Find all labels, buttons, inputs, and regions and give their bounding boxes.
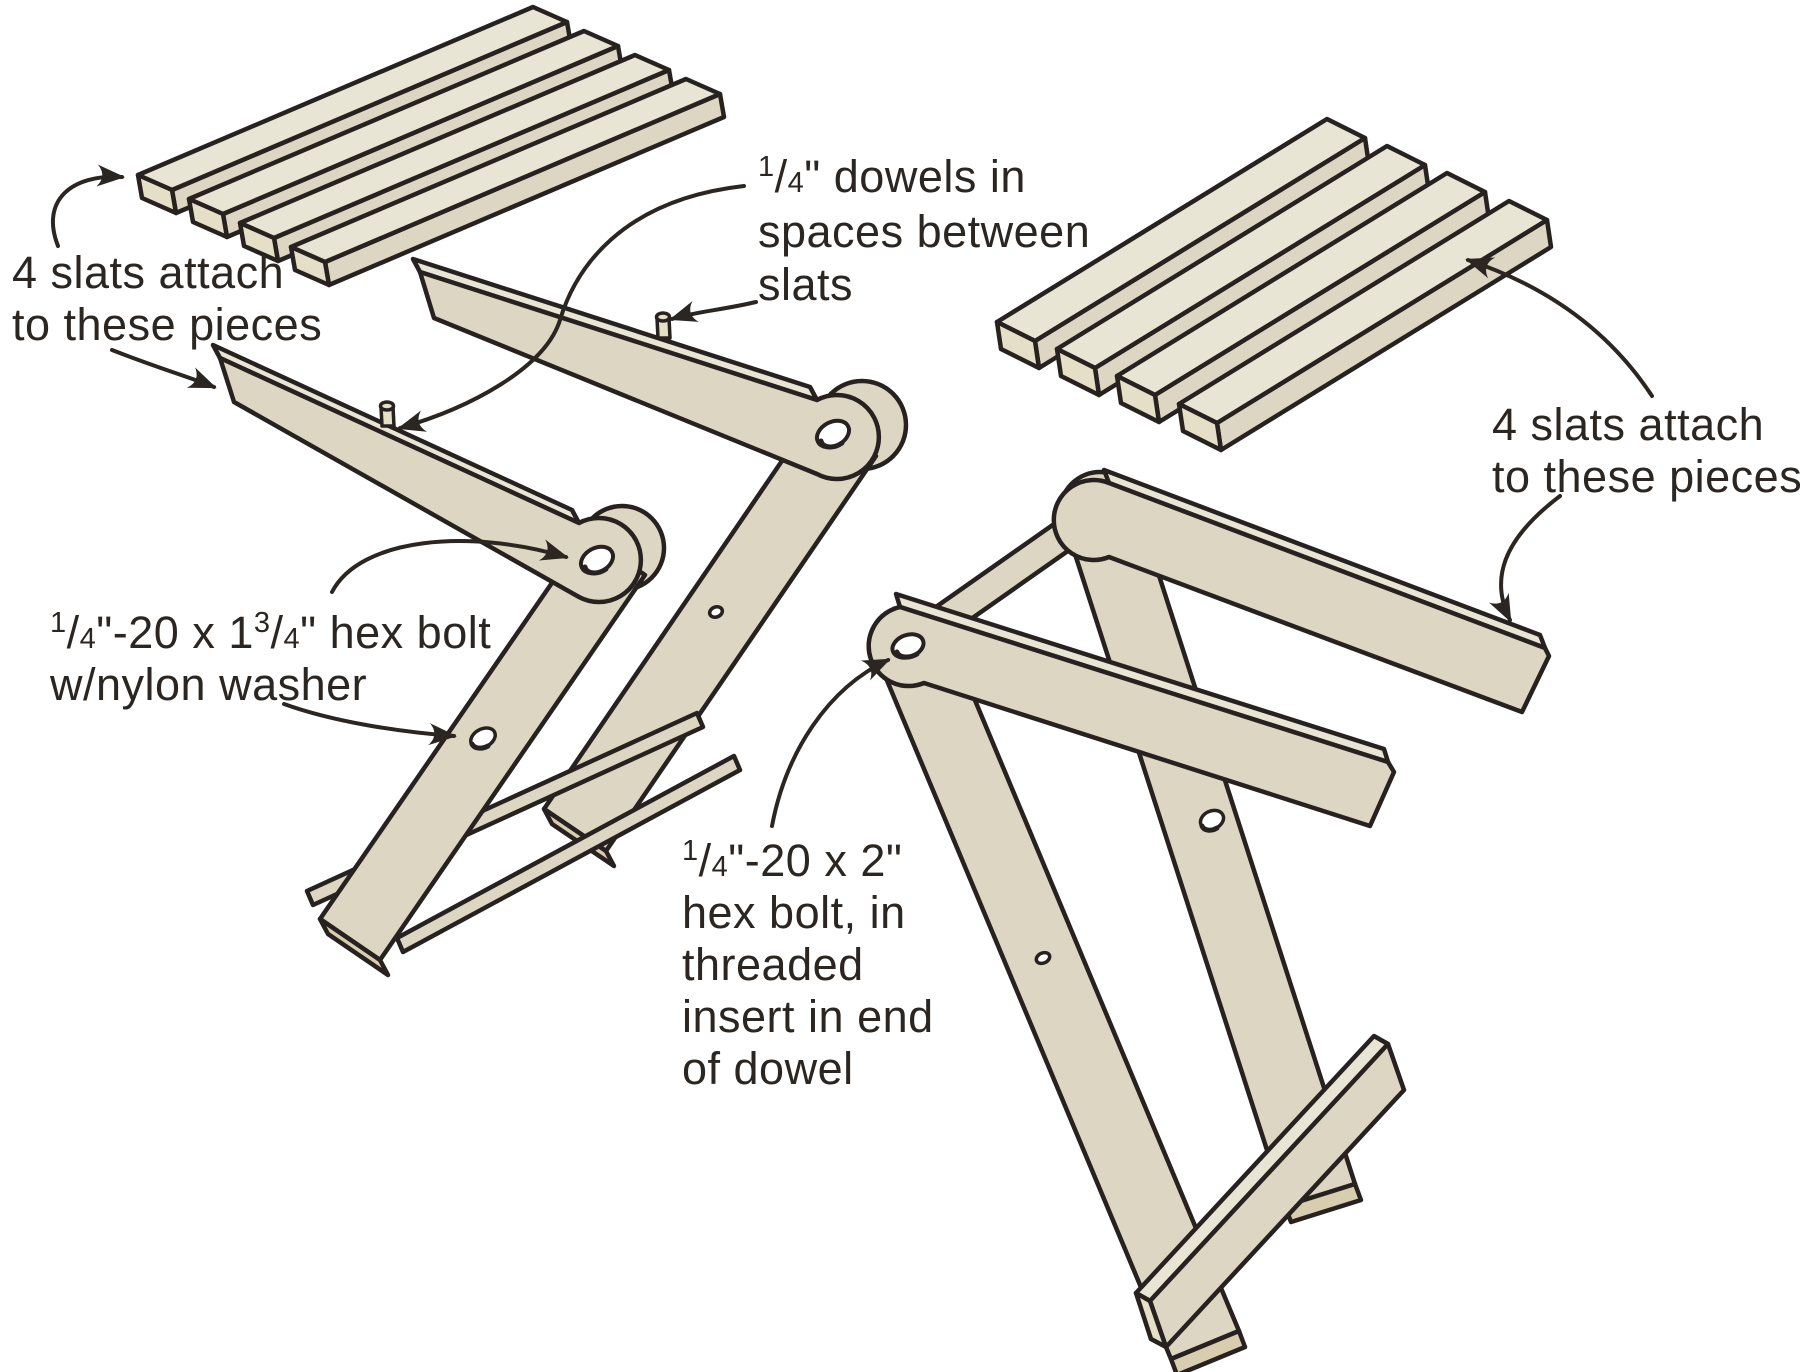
leg-pivot-hole	[1034, 950, 1052, 966]
top-rail	[1051, 467, 1552, 715]
dowel-peg	[654, 311, 672, 340]
label-hex-bolt-dowel: 1/4"-20 x 2" hex bolt, in threaded inser…	[682, 835, 934, 1094]
rear-leg-end-face	[1282, 1181, 1364, 1225]
hole-shadow	[582, 564, 609, 576]
label-line: 1/4" dowels in	[758, 151, 1026, 202]
label-slats-right: 4 slats attach to these pieces	[1492, 399, 1800, 502]
label-slats-left: 4 slats attach to these pieces	[12, 247, 322, 350]
arrow-left-label-to-slats	[51, 164, 125, 248]
label-line: w/nylon washer	[49, 659, 367, 710]
label-line: insert in end	[682, 991, 934, 1042]
front-leg-end-face	[1168, 1328, 1248, 1372]
leg-pivot-hole	[707, 605, 725, 619]
hole-shadow	[894, 649, 920, 660]
right-leg-assembly	[866, 467, 1552, 1372]
left-slat-group	[135, 4, 727, 288]
label-line: of dowel	[682, 1043, 854, 1094]
label-line: hex bolt, in	[682, 887, 906, 938]
label-line: threaded	[682, 939, 864, 990]
arrow-dowel-label-to-lower-dowel	[397, 184, 746, 432]
arrow-dowel-label-to-upper-dowel	[669, 300, 758, 322]
label-line: 1/4"-20 x 2"	[682, 835, 902, 886]
stretcher-bar	[394, 753, 743, 955]
left-leg-assembly	[210, 256, 909, 978]
upper-rail	[410, 256, 882, 482]
lower-rail	[210, 342, 644, 605]
label-line: 1/4"-20 x 13/4" hex bolt	[50, 607, 491, 658]
hole-shadow	[1199, 823, 1220, 833]
label-line: to these pieces	[1492, 451, 1800, 502]
arrow-washer-label-to-hole	[282, 702, 457, 746]
label-dowels: 1/4" dowels in spaces between slats	[758, 151, 1090, 310]
arrow-right-label-to-slats	[1465, 257, 1654, 398]
arrow-bolt-label-to-pivot-hole	[330, 539, 569, 594]
label-line: spaces between	[758, 206, 1090, 257]
foot-brace	[1133, 1033, 1407, 1350]
label-hex-bolt-washer: 1/4"-20 x 13/4" hex bolt w/nylon washer	[49, 607, 491, 710]
dowel-peg	[378, 400, 396, 428]
label-line: slats	[758, 259, 853, 310]
arrow-left-label-to-rail	[110, 348, 217, 389]
arrow-right-label-to-rail	[1488, 494, 1562, 623]
hole-shadow	[469, 741, 491, 751]
label-line: 4 slats attach	[1492, 399, 1764, 450]
arrow-bolt2-label-to-dowel-end	[770, 658, 891, 828]
slat	[288, 76, 727, 288]
right-slat-group	[994, 116, 1554, 453]
slat	[1114, 170, 1492, 425]
front-leg-end-face	[317, 916, 391, 978]
hole-shadow	[818, 438, 845, 450]
label-line: 4 slats attach	[12, 247, 284, 298]
label-line: to these pieces	[12, 299, 322, 350]
